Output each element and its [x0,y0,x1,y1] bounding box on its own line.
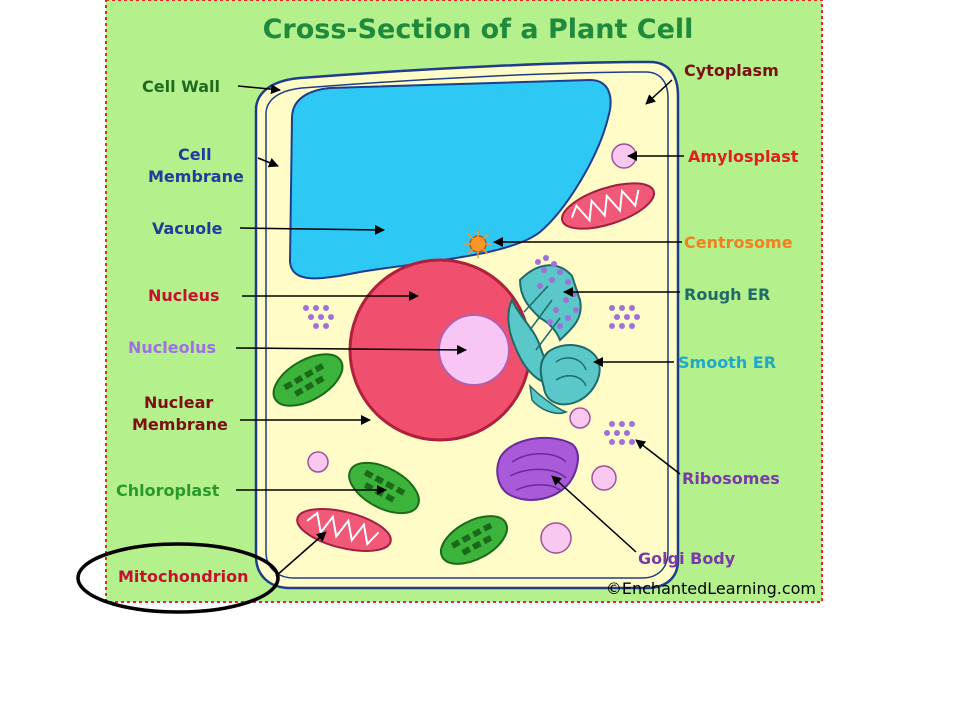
diagram-title: Cross-Section of a Plant Cell [263,14,694,45]
label-cell-membrane-line2: Membrane [148,167,244,186]
chloroplast-left [272,353,344,407]
amyloplast [307,143,637,554]
label-cell-wall: Cell Wall [142,77,220,96]
leader-arrows [235,79,684,577]
smooth-er [528,344,601,414]
label-centrosome: Centrosome [684,233,793,252]
label-cell-membrane-line1: Cell [178,145,212,164]
label-nuclear-membrane-line1: Nuclear [144,393,213,412]
diagram-border [105,0,823,603]
highlight-ellipse [76,542,280,614]
arrow-cell-membrane [257,157,279,168]
label-ribosomes: Ribosomes [682,469,780,488]
vacuole [288,78,612,280]
cell-membrane [265,71,669,579]
label-mitochondrion: Mitochondrion [118,567,249,586]
arrow-golgi-body [551,475,637,553]
label-cytoplasm: Cytoplasm [684,61,779,80]
label-chloroplast: Chloroplast [116,481,220,500]
chloroplast-bottom [439,515,509,565]
label-nucleolus: Nucleolus [128,338,216,357]
arrow-vacuole [239,224,385,235]
arrow-ribosomes [635,439,681,475]
ribosome-cluster-lower [604,421,635,445]
label-golgi-body: Golgi Body [638,549,736,568]
arrow-mitochondrion [275,531,327,577]
copyright-text: ©EnchantedLearning.com [606,579,816,598]
rough-er [507,255,582,386]
mitochondrion-upper [561,182,655,230]
label-vacuole: Vacuole [152,219,223,238]
label-nucleus: Nucleus [148,286,220,305]
label-amyloplast: Amylosplast [688,147,799,166]
ribosome-cluster-right [609,305,640,329]
label-nuclear-membrane-line2: Membrane [132,415,228,434]
centrosome [464,230,492,258]
arrow-cell-wall [237,84,281,95]
arrow-cytoplasm [645,79,673,105]
label-rough-er: Rough ER [684,285,770,304]
arrow-nucleolus [235,344,467,355]
ribosome-cluster-left [303,305,334,329]
label-smooth-er: Smooth ER [678,353,776,372]
